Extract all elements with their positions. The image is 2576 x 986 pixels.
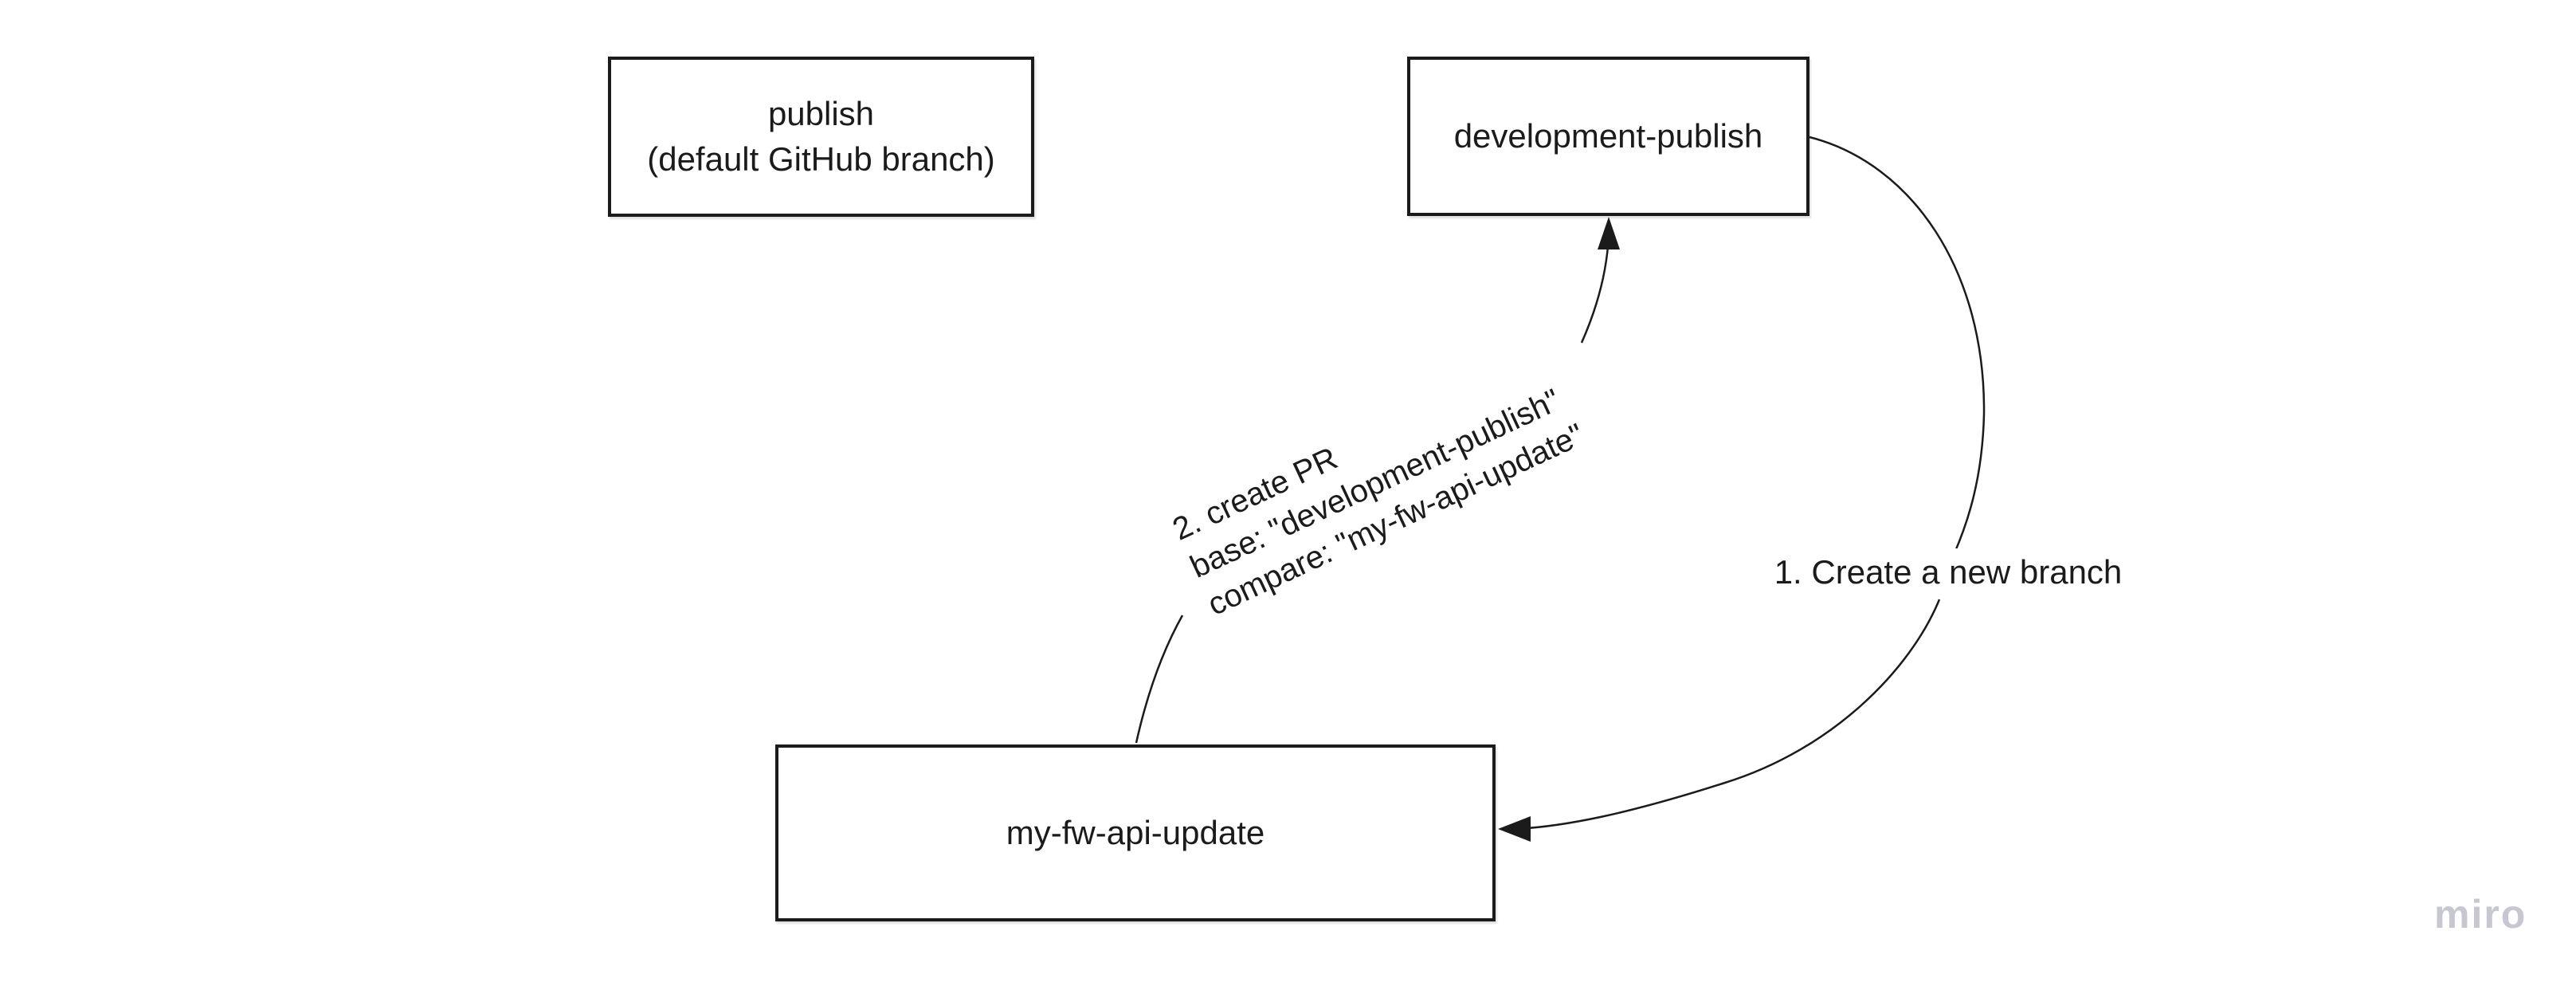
shape-publish-label: publish <box>767 95 875 133</box>
shape-my-fw-api-update[interactable]: my-fw-api-update <box>775 744 1496 921</box>
connector-create-pr[interactable] <box>1135 217 1620 744</box>
arrowhead-up-icon <box>1598 217 1620 249</box>
connector-create-branch[interactable] <box>1498 136 1986 842</box>
arrowhead-left-icon <box>1498 816 1531 842</box>
connector-create-pr-lower-segment[interactable] <box>1135 615 1184 744</box>
connector-create-pr-upper-segment[interactable] <box>1580 234 1610 344</box>
shape-publish-sublabel: (default GitHub branch) <box>647 139 995 178</box>
connector-create-branch-upper-segment[interactable] <box>1809 136 1986 556</box>
shape-my-fw-api-update-label: my-fw-api-update <box>1006 813 1265 851</box>
connector-label-create-branch[interactable]: 1. Create a new branch <box>1764 548 2132 596</box>
shape-development-publish-label: development-publish <box>1453 116 1763 155</box>
shape-publish[interactable]: publish (default GitHub branch) <box>608 57 1034 217</box>
miro-watermark-logo: miro <box>2434 892 2527 937</box>
connector-create-branch-lower-segment[interactable] <box>1515 599 1941 831</box>
shape-development-publish[interactable]: development-publish <box>1407 57 1809 216</box>
